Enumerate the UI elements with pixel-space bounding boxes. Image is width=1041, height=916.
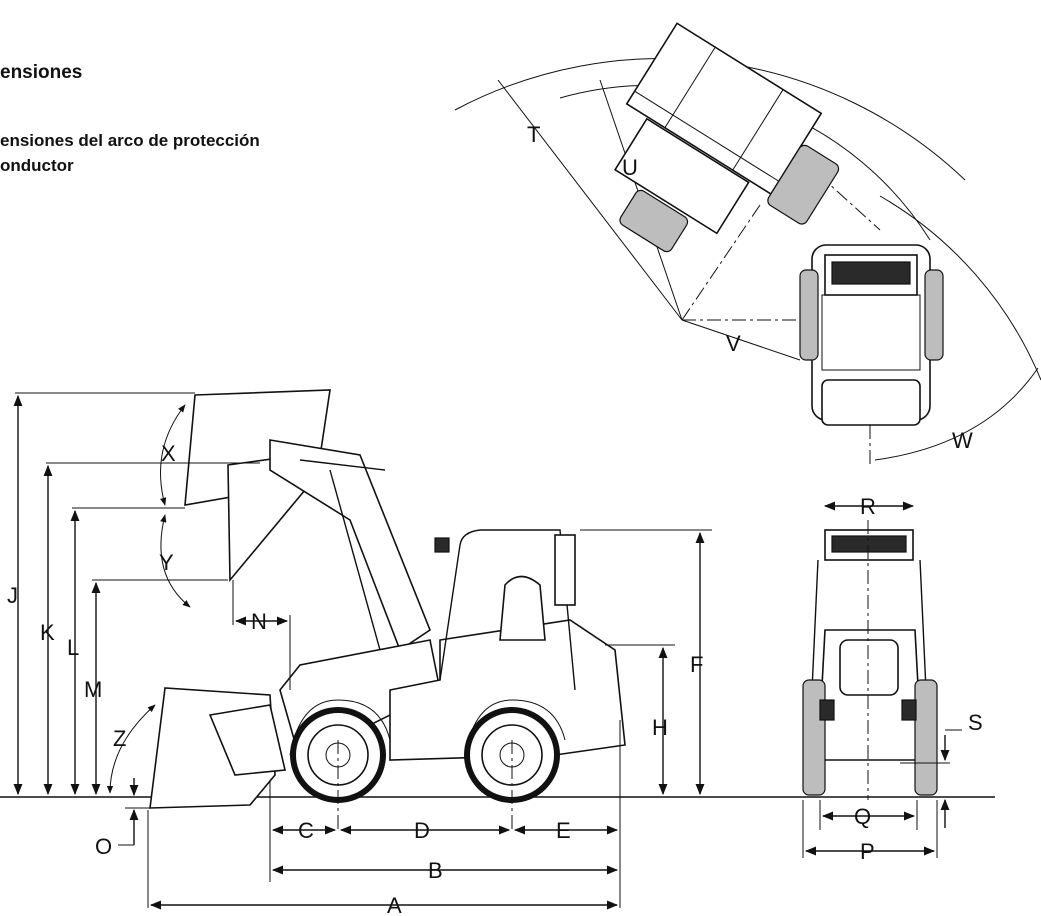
label-M: M (84, 677, 102, 702)
angle-Z (106, 704, 156, 794)
label-T: T (527, 122, 540, 147)
beacon-light (434, 537, 450, 553)
machine-body (389, 619, 626, 761)
label-K: K (40, 620, 55, 645)
label-A: A (387, 893, 402, 916)
label-B: B (428, 858, 443, 883)
label-N: N (251, 609, 267, 634)
label-W: W (952, 428, 973, 453)
top-front-frame (613, 117, 750, 235)
label-D: D (414, 818, 430, 843)
operator-seat (499, 575, 546, 641)
rear-wheel-right (914, 679, 938, 796)
top-rops-lights (831, 261, 911, 285)
turn-angle-arc-W (874, 367, 1039, 461)
section-heading: ensiones del arco de protección onductor (0, 128, 260, 178)
angle-X (160, 404, 186, 506)
rear-light-right (901, 699, 917, 721)
label-C: C (298, 818, 314, 843)
label-O: O (95, 834, 112, 859)
label-S: S (968, 710, 983, 735)
rear-rops-lights (831, 535, 907, 553)
section-heading-line-2: onductor (0, 156, 74, 175)
tilt-link (299, 459, 386, 471)
label-Z: Z (113, 726, 126, 751)
pivot-line-V (681, 319, 801, 361)
label-H: H (652, 715, 668, 740)
bucket-lowered-curled (208, 704, 286, 776)
lift-cylinder (329, 469, 381, 651)
rear-window (839, 639, 899, 696)
pivot-centerline (681, 204, 761, 321)
section-heading-line-1: ensiones del arco de protección (0, 131, 260, 150)
page-title: ensiones (0, 62, 83, 83)
rear-wheel (464, 699, 566, 803)
top-engine-cover (821, 294, 921, 371)
dimension-labels: J K L M X Y N Z O C D E B A F H R Q P S … (7, 122, 983, 916)
label-Q: Q (854, 804, 871, 829)
rear-light-left (819, 699, 835, 721)
pivot-line-T (497, 79, 683, 321)
top-rear-wheel-left (799, 269, 819, 361)
top-front-wheel-right (767, 144, 840, 225)
top-rear-wheel-right (924, 269, 944, 361)
angle-Y (160, 514, 191, 608)
label-F: F (690, 652, 703, 677)
label-U: U (622, 155, 638, 180)
label-Y: Y (159, 550, 174, 575)
rops-frame (439, 529, 576, 691)
loader-boom (269, 439, 431, 652)
rear-wheel-left (802, 679, 826, 796)
top-view-turning (454, 22, 1041, 465)
label-V: V (726, 331, 741, 356)
label-L: L (67, 635, 79, 660)
turn-arc-right (879, 195, 1041, 381)
rear-view (802, 501, 962, 858)
label-R: R (860, 494, 876, 519)
label-P: P (860, 839, 875, 864)
label-X: X (161, 441, 176, 466)
top-front-wheel-left (619, 189, 689, 253)
rops-post (554, 534, 576, 606)
front-wheel (289, 699, 391, 803)
label-J: J (7, 583, 18, 608)
side-view (0, 389, 995, 910)
label-E: E (556, 818, 571, 843)
top-counterweight (821, 379, 921, 426)
front-centerline (669, 39, 881, 231)
